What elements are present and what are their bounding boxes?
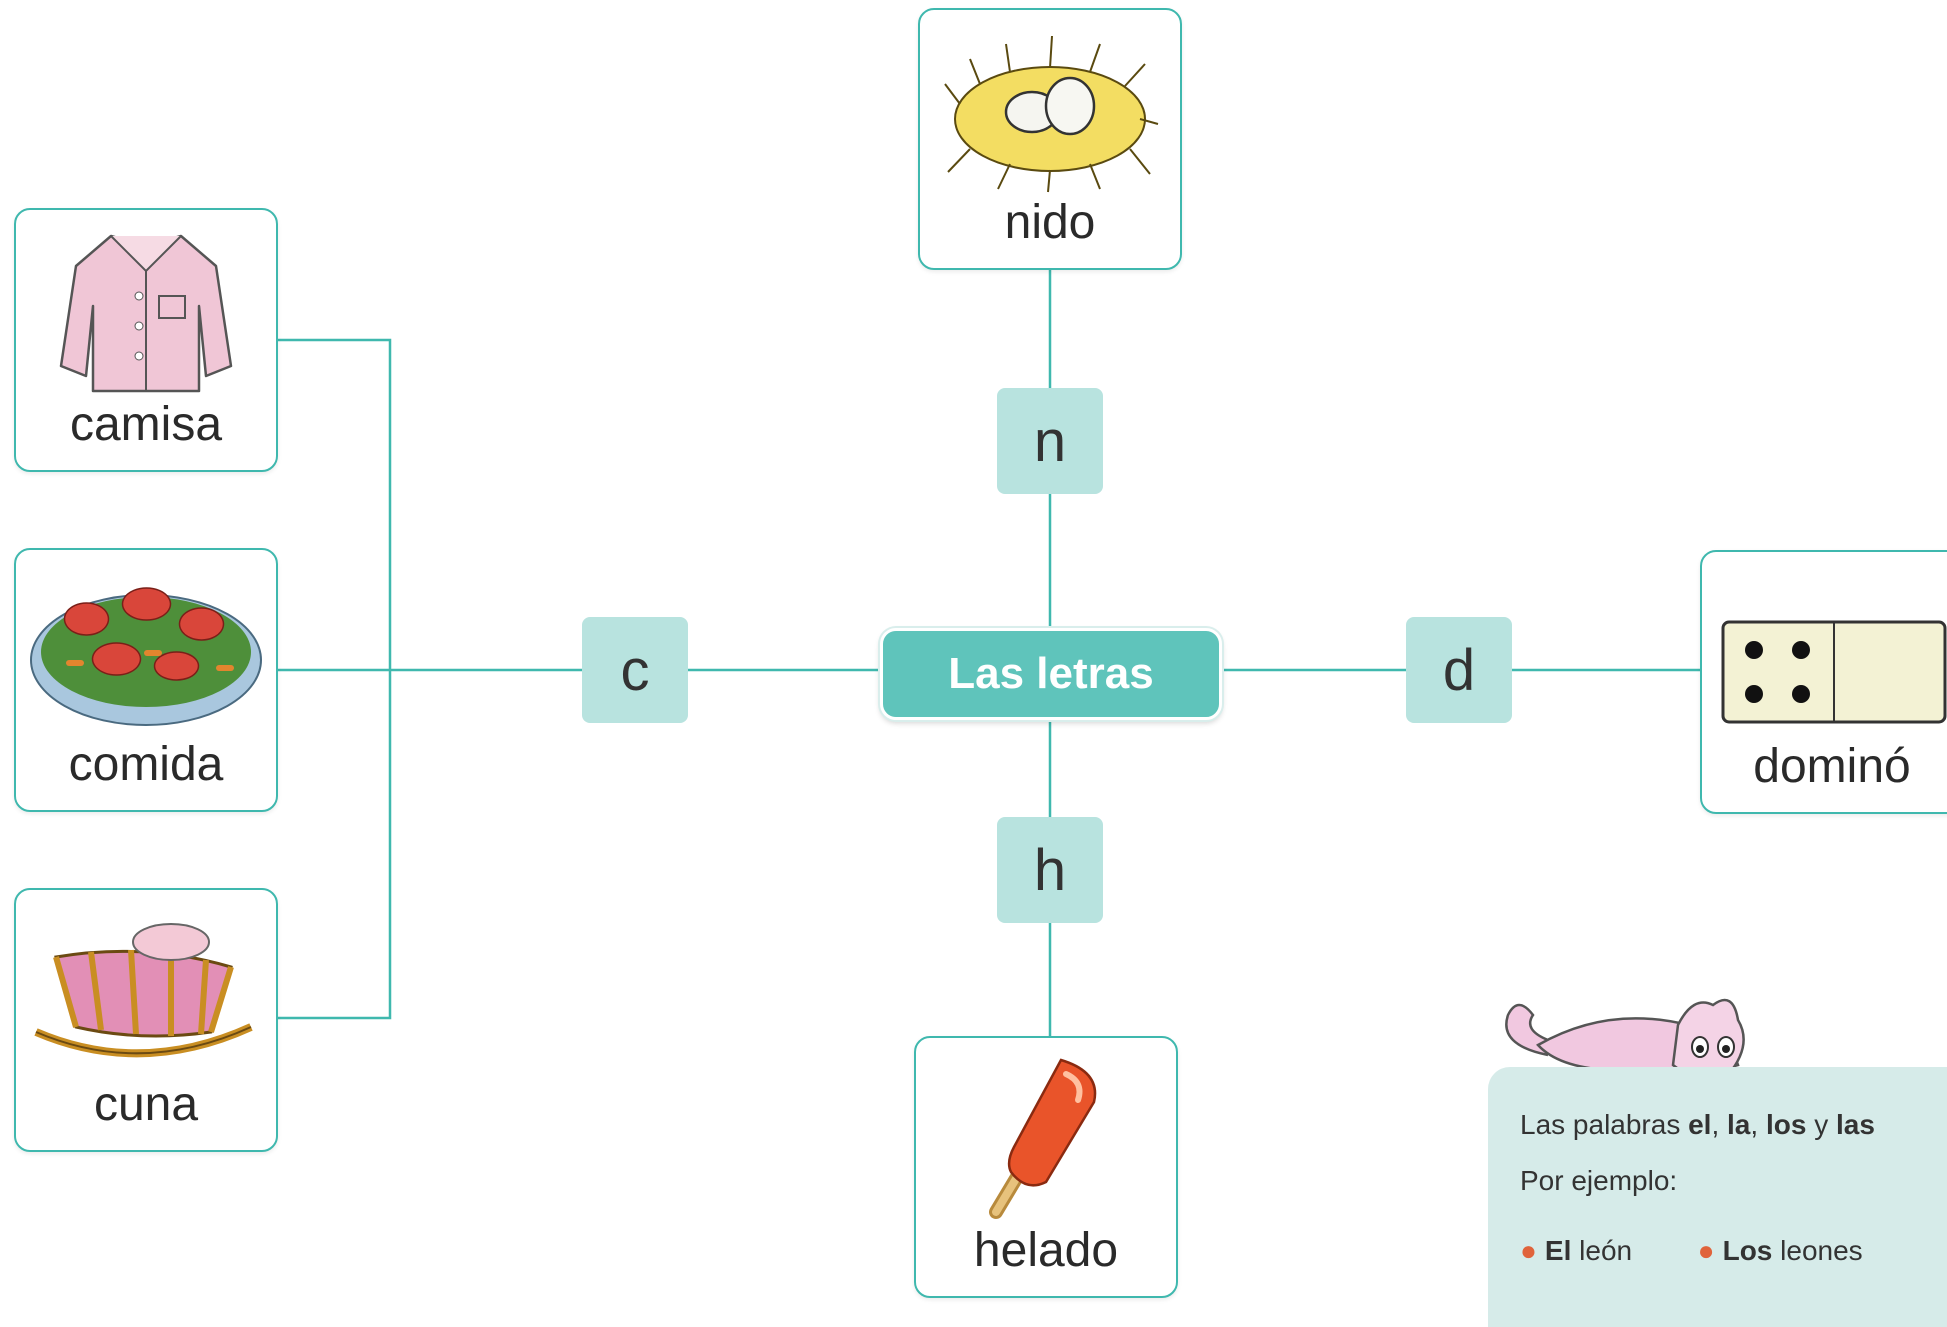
shirt-icon xyxy=(59,234,233,393)
word-nido: nido xyxy=(1004,196,1096,249)
cat-icon xyxy=(1505,998,1745,1080)
word-cuna: cuna xyxy=(93,1078,199,1131)
connector-lines xyxy=(276,270,1700,1036)
bullet-icon: ● xyxy=(1697,1235,1715,1266)
popsicle-icon xyxy=(989,1058,1097,1219)
word-domino: dominó xyxy=(1753,740,1911,793)
card-camisa: camisa xyxy=(14,208,278,472)
letter-n: n xyxy=(997,388,1103,494)
word-helado: helado xyxy=(973,1224,1119,1277)
card-nido: nido xyxy=(918,8,1182,270)
domino-icon xyxy=(1721,620,1947,724)
card-helado: helado xyxy=(914,1036,1178,1298)
central-title: Las letras xyxy=(880,628,1222,720)
letter-h: h xyxy=(997,817,1103,923)
note-line-1: Las palabras el, la, los y las xyxy=(1520,1109,1875,1140)
note-line-2: Por ejemplo: xyxy=(1520,1165,1678,1196)
letter-c: c xyxy=(582,617,688,723)
card-cuna: cuna xyxy=(14,888,278,1152)
cradle-icon xyxy=(34,923,253,1058)
note-examples: ●El león ●Los leones xyxy=(1520,1235,1863,1266)
word-comida: comida xyxy=(68,738,224,791)
salad-icon xyxy=(30,587,262,726)
nest-icon xyxy=(944,35,1159,193)
letter-d: d xyxy=(1406,617,1512,723)
note-box: Las palabras el, la, los y las Por ejemp… xyxy=(1488,1067,1947,1327)
word-camisa: camisa xyxy=(69,398,223,451)
bullet-icon: ● xyxy=(1520,1235,1537,1266)
card-comida: comida xyxy=(14,548,278,812)
card-domino: dominó xyxy=(1700,550,1947,814)
